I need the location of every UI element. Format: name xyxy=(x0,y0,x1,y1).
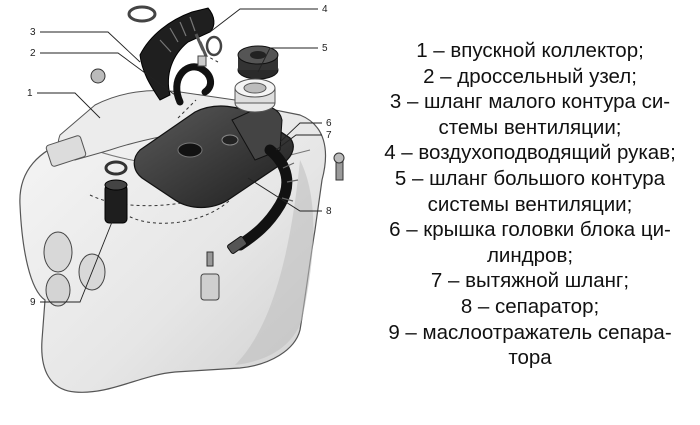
exhaust-hose-ribs xyxy=(281,162,299,202)
vent-nipple xyxy=(197,55,207,67)
cover-port xyxy=(221,134,239,146)
leader-lines xyxy=(37,8,322,303)
legend-line: стемы вентиляции; xyxy=(438,115,622,139)
oil-baffle xyxy=(104,179,128,224)
small-nut-left xyxy=(90,68,106,84)
callout-7: 7 xyxy=(326,130,332,141)
callout-1: 1 xyxy=(27,88,33,99)
oil-seal-ring xyxy=(104,160,128,176)
vent-fitting xyxy=(194,33,208,57)
callout-2: 2 xyxy=(30,48,36,59)
engine-illustration: 3 2 1 4 5 6 7 8 9 xyxy=(19,4,345,393)
legend-line: линдров; xyxy=(486,243,574,267)
legend-line: 1 – впускной коллектор; xyxy=(416,39,644,62)
engine-block-shadow xyxy=(235,160,314,365)
legend-line: 7 – вытяжной шланг; xyxy=(430,269,630,293)
exhaust-hose-end xyxy=(227,236,247,254)
hose-ribs xyxy=(159,16,196,53)
callout-8: 8 xyxy=(326,206,332,217)
callout-5: 5 xyxy=(322,43,328,54)
small-bolt-center xyxy=(200,251,220,301)
hose-clamp-top xyxy=(127,5,157,23)
exhaust-hose xyxy=(234,144,293,251)
hose-clamp-right xyxy=(205,35,223,57)
legend-line: 2 – дроссельный узел; xyxy=(423,64,637,88)
pulley-upper xyxy=(43,231,73,273)
small-vent-hose xyxy=(173,63,215,106)
legend-line: 3 – шланг малого контура си- xyxy=(389,90,671,114)
callout-9: 9 xyxy=(30,297,36,308)
engine-diagram: 3 2 1 4 5 6 7 8 9 xyxy=(19,4,345,393)
legend-line: 4 – воздухоподводящий рукав; xyxy=(384,141,676,165)
legend-line: 5 – шланг большого контура xyxy=(394,166,666,190)
pulley-third xyxy=(45,273,71,307)
legend-line: 9 – маслоотражатель сепара- xyxy=(388,320,672,344)
legend-line: тора xyxy=(508,346,552,370)
small-bolt-right xyxy=(333,152,345,181)
manifold-flange xyxy=(45,135,87,167)
callout-6: 6 xyxy=(326,118,332,129)
oil-cap xyxy=(237,45,279,80)
callout-4: 4 xyxy=(322,4,328,15)
throttle-body xyxy=(234,78,276,113)
legend-line: системы вентиляции; xyxy=(427,192,633,216)
callout-3: 3 xyxy=(30,27,36,38)
legend-line: 8 – сепаратор; xyxy=(460,294,600,318)
parts-legend: 1 – впускной коллектор; 2 – дроссельный … xyxy=(360,38,700,371)
oil-filler-hole xyxy=(177,142,203,158)
legend-line: 6 – крышка головки блока ци- xyxy=(389,218,671,242)
